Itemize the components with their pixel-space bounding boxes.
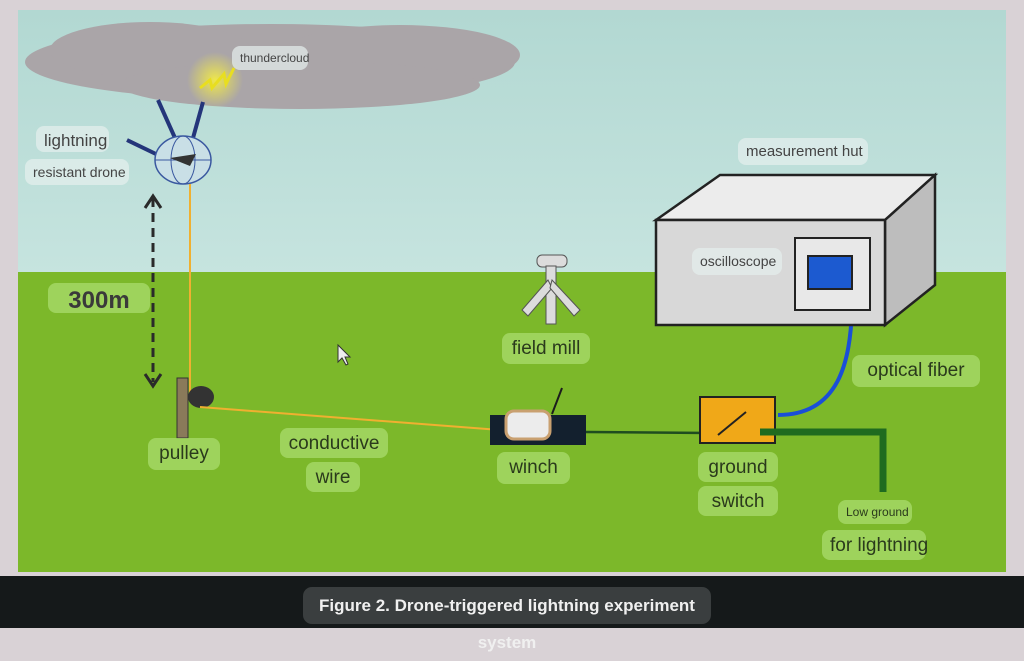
lightning-bolt-icon xyxy=(187,52,243,108)
mouse-cursor-icon xyxy=(337,343,352,366)
label-ground-switch-line1: ground xyxy=(698,452,778,482)
ground-wire xyxy=(760,428,887,492)
label-oscilloscope: oscilloscope xyxy=(692,248,782,275)
label-winch: winch xyxy=(497,452,570,484)
drone-icon xyxy=(126,99,212,185)
label-height: 300m xyxy=(48,283,150,313)
label-thundercloud: thundercloud xyxy=(232,46,309,70)
label-conductive-line1: conductive xyxy=(280,428,388,458)
conductive-wire xyxy=(199,406,501,431)
height-arrow xyxy=(143,193,163,389)
ground-switch-icon xyxy=(699,396,776,444)
diagram-canvas xyxy=(18,10,1006,572)
label-optical-fiber: optical fiber xyxy=(852,355,980,387)
figure-caption: Figure 2. Drone-triggered lightning expe… xyxy=(303,587,711,652)
label-low-ground-line2: for lightning xyxy=(822,530,928,560)
label-field-mill: field mill xyxy=(502,333,590,364)
field-mill-icon xyxy=(521,254,581,325)
label-pulley: pulley xyxy=(148,438,220,470)
oscilloscope-icon xyxy=(794,237,871,311)
winch-icon xyxy=(490,387,586,445)
label-ground-switch-line2: switch xyxy=(698,486,778,516)
label-drone-line1: lightning xyxy=(36,126,109,152)
label-measurement-hut: measurement hut xyxy=(738,138,868,165)
label-conductive-line2: wire xyxy=(306,462,360,492)
label-low-ground-line1: Low ground xyxy=(838,500,912,524)
label-drone-line2: resistant drone xyxy=(25,159,129,185)
optical-fiber-cable xyxy=(777,309,854,417)
winch-to-switch-cable xyxy=(585,430,711,435)
